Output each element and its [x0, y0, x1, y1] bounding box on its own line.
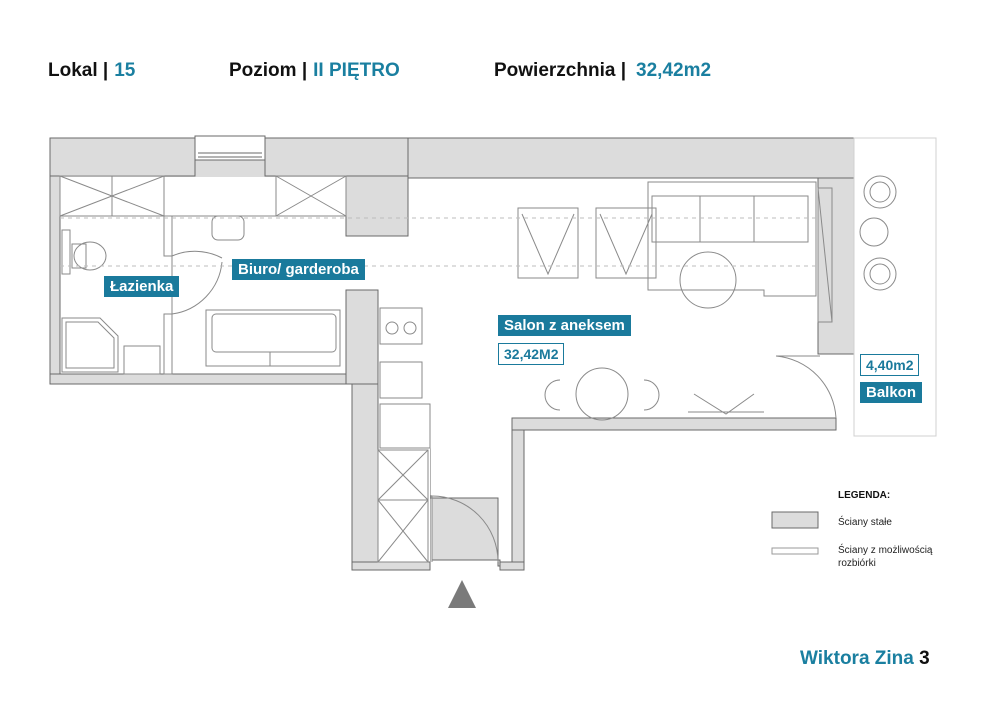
toilet-seat — [71, 243, 87, 269]
powierzchnia-label: Powierzchnia | — [494, 60, 627, 81]
demolishable-walls — [60, 217, 818, 267]
window-top — [194, 135, 266, 161]
tv-stand — [688, 393, 764, 415]
wall-top-left — [49, 137, 196, 177]
entry-arrow — [448, 580, 476, 608]
wall-kitchen-bottom — [351, 561, 431, 571]
balcony-door-swing — [775, 355, 837, 419]
kitchen-sink — [379, 361, 423, 399]
bath-partition-lower — [163, 313, 173, 375]
toilet-bowl — [73, 241, 107, 271]
label-balkon-area: 4,40m2 — [860, 354, 920, 376]
coffee-table — [679, 251, 737, 309]
wall-kitchen-col — [351, 383, 379, 571]
corner-sofa — [647, 181, 817, 297]
poziom-label: Poziom | — [229, 60, 308, 81]
balcony-door-frame — [817, 187, 833, 323]
sink — [123, 345, 161, 375]
wall-top-mid — [264, 137, 409, 177]
wall-right — [817, 177, 855, 355]
window-frame — [194, 135, 266, 161]
legend-item-dashed-line2: rozbiórki — [838, 558, 876, 569]
wall-left — [49, 175, 61, 385]
hob — [379, 307, 423, 345]
address: Wiktora Zina 3 — [800, 648, 930, 670]
bath-partition-upper — [163, 215, 173, 257]
armchair-1 — [517, 207, 579, 279]
address-number: 3 — [919, 648, 930, 669]
dining-table — [575, 367, 629, 421]
partitions — [59, 175, 837, 563]
sofa-office — [205, 309, 341, 367]
lokal-heading: Lokal |15 — [48, 60, 135, 82]
powierzchnia-value: 32,42m2 — [636, 60, 712, 81]
legend-swatch-dashed — [771, 547, 819, 555]
balcony — [853, 137, 937, 437]
legend-title: LEGENDA: — [838, 490, 891, 501]
poziom-heading: Poziom |II PIĘTRO — [229, 60, 400, 82]
balcony-table — [859, 217, 889, 247]
legend-item-solid: Ściany stałe — [838, 517, 892, 528]
wall-entry-right — [511, 417, 525, 569]
balcony-chair-1 — [863, 175, 897, 209]
label-salon-area: 32,42M2 — [498, 343, 565, 365]
desk-chair — [211, 215, 245, 241]
label-biuro: Biuro/ garderoba — [232, 259, 365, 280]
dining-chair-left — [544, 379, 561, 411]
wall-top-right — [407, 137, 855, 179]
label-balkon: Balkon — [860, 382, 923, 403]
label-lazienka: Łazienka — [104, 276, 180, 297]
interior-salon — [408, 177, 818, 418]
armchair-2 — [595, 207, 657, 279]
balcony-chair-2 — [863, 257, 897, 291]
toilet-tank — [61, 229, 71, 275]
legend-swatch-solid — [771, 511, 819, 529]
dining-chair-right — [643, 379, 660, 411]
shower — [61, 317, 119, 373]
bath-door-swing — [171, 250, 223, 259]
kitchen-cabinet-2 — [377, 499, 429, 563]
lokal-value: 15 — [114, 60, 136, 81]
hob-burner-2 — [403, 321, 417, 335]
poziom-value: II PIĘTRO — [313, 60, 400, 81]
entry-door-swing — [431, 495, 499, 563]
balcony-outline — [853, 137, 937, 437]
lokal-label: Lokal | — [48, 60, 109, 81]
powierzchnia-heading: Powierzchnia | 32,42m2 — [494, 60, 711, 82]
wall-salon-bottom — [511, 417, 837, 431]
wall-bottom-left — [49, 373, 357, 385]
address-street: Wiktora Zina — [800, 648, 914, 669]
wall-outlines — [49, 137, 855, 571]
label-salon: Salon z aneksem — [498, 315, 631, 336]
wall-stub — [345, 175, 409, 237]
wall-kitchen-left — [345, 289, 379, 385]
legend-item-dashed-line1: Ściany z możliwością — [838, 545, 933, 556]
hob-burner-1 — [385, 321, 399, 335]
wall-entry-bottom — [499, 561, 525, 571]
fridge — [379, 403, 431, 449]
